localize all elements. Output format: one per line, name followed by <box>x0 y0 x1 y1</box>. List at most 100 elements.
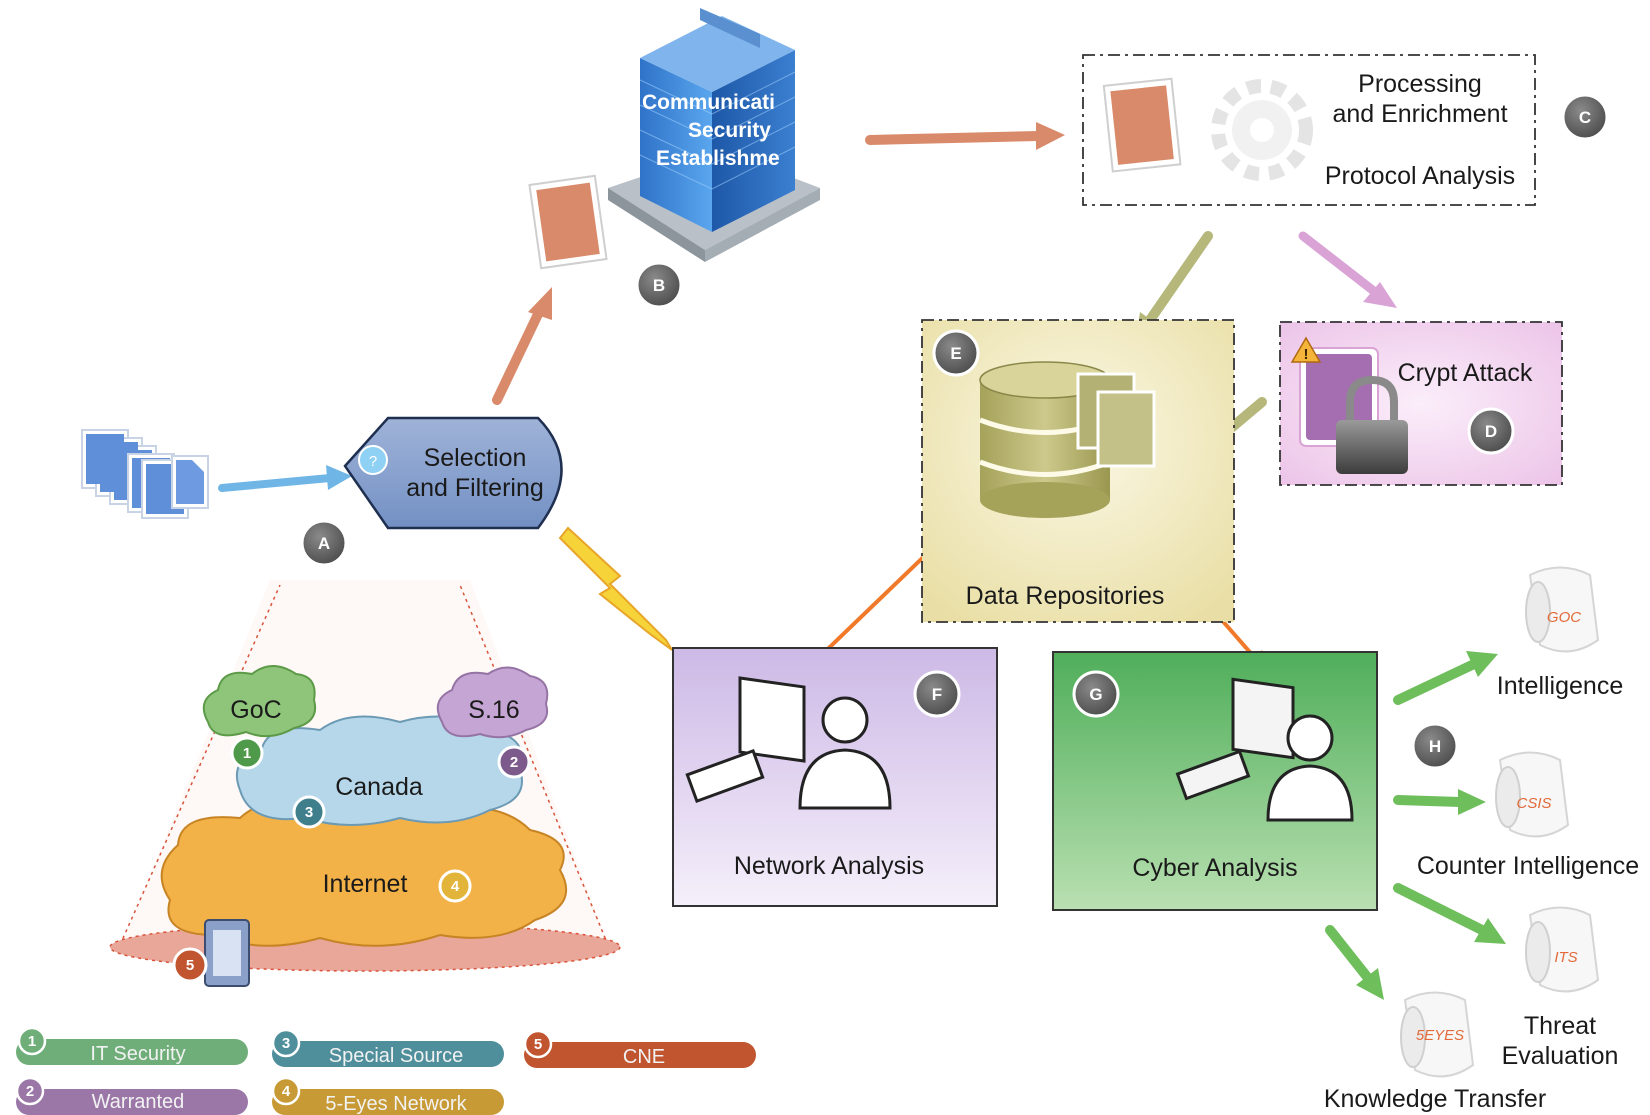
badge-d: D <box>1467 407 1515 455</box>
threat-doc-tag: ITS <box>1554 949 1577 966</box>
server-icon <box>204 919 250 987</box>
intelligence-label: Intelligence <box>1497 672 1623 700</box>
legend-item-5-eyes-network: 4 5-Eyes Network <box>271 1076 504 1115</box>
padlock-icon <box>1336 375 1408 474</box>
output-knowledge-transfer: 5EYES Knowledge Transfer <box>1324 991 1546 1113</box>
threat-label-line1: Threat <box>1524 1012 1596 1040</box>
arrow-cyber-to-intelligence <box>1393 651 1498 705</box>
canada-label: Canada <box>335 773 423 801</box>
legend-item-cne: 5 CNE <box>523 1029 756 1068</box>
building-label-line3: Establishme <box>656 147 780 170</box>
arrow-selection-to-doc <box>492 287 552 405</box>
network-label: Network Analysis <box>734 852 924 880</box>
counter-label: Counter Intelligence <box>1417 852 1639 880</box>
scroll-icon <box>1525 906 1600 993</box>
arrow-cyber-to-counter <box>1393 789 1486 815</box>
svg-text:!: ! <box>1304 346 1309 363</box>
svg-text:B: B <box>653 276 665 295</box>
cse-building: Communicati Security Establishme <box>608 8 820 262</box>
processing-label-line2: and Enrichment <box>1332 100 1507 128</box>
knowledge-label: Knowledge Transfer <box>1324 1085 1546 1113</box>
scroll-icon <box>1495 751 1570 838</box>
building-label-line2: Security <box>688 119 771 142</box>
analyst-workstation-icon <box>685 676 892 810</box>
svg-text:3: 3 <box>305 804 313 821</box>
legend-item-it-security: 1 IT Security <box>16 1026 248 1065</box>
svg-text:H: H <box>1429 737 1441 756</box>
badge-c: C <box>1561 93 1609 141</box>
svg-text:1: 1 <box>28 1033 36 1050</box>
cyber-analysis-node: Cyber Analysis <box>1052 651 1378 911</box>
s16-label: S.16 <box>468 696 519 724</box>
arrow-building-to-processing <box>865 122 1065 150</box>
building-label-line1: Communicati <box>642 91 775 114</box>
input-documents-icon <box>81 429 209 519</box>
counter-doc-tag: CSIS <box>1516 795 1551 812</box>
query-icon <box>358 445 388 475</box>
svg-text:F: F <box>932 685 942 704</box>
scroll-icon <box>1400 991 1475 1078</box>
svg-text:3: 3 <box>282 1035 290 1052</box>
svg-text:A: A <box>318 534 330 553</box>
crypt-attack-node: ! Crypt Attack <box>1279 321 1563 486</box>
svg-text:D: D <box>1485 422 1497 441</box>
badge-f: F <box>913 670 961 718</box>
scroll-icon <box>1525 566 1600 653</box>
badge-b: B <box>635 261 683 309</box>
warning-icon: ! <box>1290 336 1322 363</box>
svg-text:C: C <box>1579 108 1591 127</box>
cne-number-badge: 5 <box>172 947 208 983</box>
svg-text:4: 4 <box>282 1083 291 1100</box>
badge-g: G <box>1072 670 1120 718</box>
svg-text:G: G <box>1089 685 1102 704</box>
arrow-cyber-to-knowledge <box>1325 925 1384 1000</box>
processing-label-line1: Processing <box>1358 70 1482 98</box>
svg-text:2: 2 <box>26 1083 34 1100</box>
crypt-label: Crypt Attack <box>1398 359 1533 387</box>
svg-text:5: 5 <box>186 957 194 974</box>
svg-text:4: 4 <box>451 878 460 895</box>
selection-label-line1: Selection <box>424 444 527 472</box>
intelligence-doc-tag: GOC <box>1547 609 1581 626</box>
svg-text:Warranted: Warranted <box>92 1091 185 1113</box>
gear-icon <box>1211 79 1313 181</box>
s16-cloud <box>436 666 549 739</box>
svg-text:5-Eyes Network: 5-Eyes Network <box>325 1093 467 1115</box>
svg-text:E: E <box>950 344 961 363</box>
svg-text:2: 2 <box>510 754 518 771</box>
output-counter-intelligence: CSIS Counter Intelligence <box>1417 751 1639 880</box>
data-repositories-node: Data Repositories <box>921 319 1235 623</box>
analyst-workstation-icon <box>1175 677 1354 822</box>
knowledge-doc-tag: 5EYES <box>1416 1027 1464 1044</box>
internet-cloud <box>160 798 568 947</box>
legend: 1 IT Security 2 Warranted 3 Special Sour… <box>15 1026 756 1115</box>
internet-label: Internet <box>323 870 408 898</box>
svg-text:1: 1 <box>243 745 251 762</box>
arrow-cyber-to-threat <box>1393 883 1506 944</box>
badge-a: A <box>300 519 348 567</box>
svg-text:Special Source: Special Source <box>329 1045 464 1067</box>
selection-label-line2: and Filtering <box>406 474 544 502</box>
threat-label-line2: Evaluation <box>1502 1042 1619 1070</box>
network-sources: GoC S.16 Canada Internet 1 2 3 4 5 <box>109 580 621 987</box>
goc-cloud <box>202 665 316 738</box>
selection-filtering-node: ? Selection and Filtering <box>343 416 563 530</box>
arrow-docs-to-selection <box>218 465 352 492</box>
repositories-label: Data Repositories <box>966 582 1165 610</box>
arrow-processing-to-crypt <box>1298 231 1397 308</box>
files-icon <box>1076 372 1156 468</box>
svg-text:5: 5 <box>534 1036 542 1053</box>
output-intelligence: GOC Intelligence <box>1497 566 1623 700</box>
svg-text:CNE: CNE <box>623 1046 665 1068</box>
processing-enrichment-node: Processing and Enrichment Protocol Analy… <box>1082 54 1536 206</box>
lightning-bolt <box>558 526 673 651</box>
svg-text:IT Security: IT Security <box>90 1043 185 1065</box>
legend-item-warranted: 2 Warranted <box>15 1076 248 1115</box>
svg-text:?: ? <box>369 453 377 470</box>
badge-h: H <box>1411 722 1459 770</box>
badge-e: E <box>932 329 980 377</box>
legend-item-special-source: 3 Special Source <box>271 1028 504 1067</box>
internet-number-badge: 4 <box>438 869 472 903</box>
output-threat-evaluation: ITS Threat Evaluation <box>1502 906 1619 1070</box>
